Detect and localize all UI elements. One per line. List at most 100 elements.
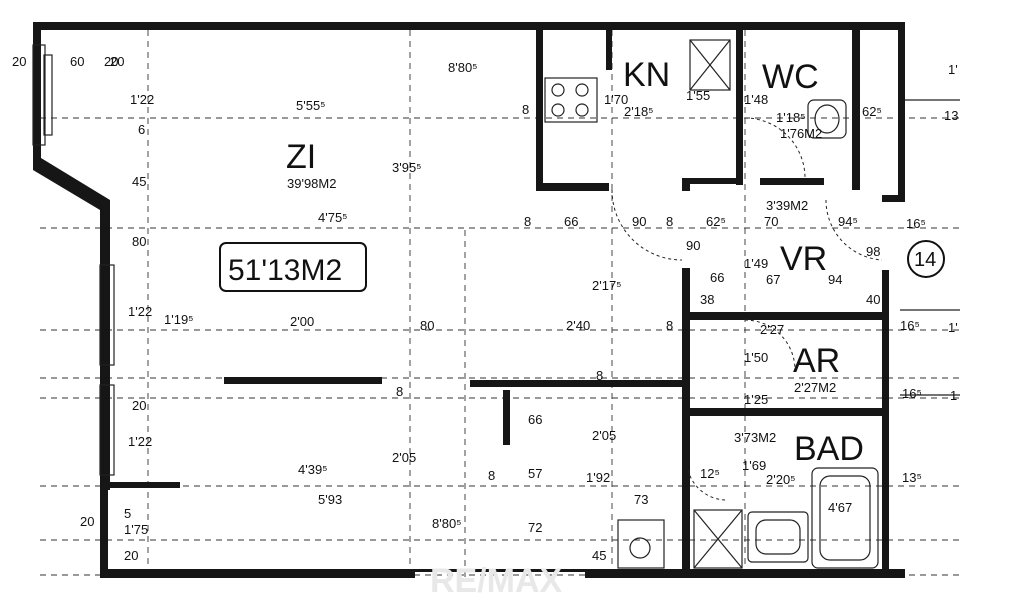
dim-label: 2'27 — [760, 322, 784, 337]
unit-number-circle — [907, 240, 945, 278]
dim-label: 62⁵ — [862, 104, 882, 119]
dim-label: 8 — [396, 384, 403, 399]
dim-label: 60 — [70, 54, 84, 69]
dim-label: 45 — [132, 174, 146, 189]
dim-label: 2'00 — [290, 314, 314, 329]
dim-label: 1'75 — [124, 522, 148, 537]
dim-label: 16⁵ — [902, 386, 922, 401]
dim-label: 1'50 — [744, 350, 768, 365]
dim-label: 20 — [104, 54, 118, 69]
dim-label: 8'80⁵ — [448, 60, 478, 75]
dim-label: 8 — [488, 468, 495, 483]
dim-label: 13⁵ — [902, 470, 922, 485]
dim-label: 1' — [948, 320, 958, 335]
dim-label: 2'05 — [592, 428, 616, 443]
total-area: 51'13M2 — [228, 254, 342, 287]
dim-label: 20 — [80, 514, 94, 529]
dim-label: 1'49 — [744, 256, 768, 271]
dim-label: 1' — [948, 62, 958, 77]
room-area-ar: 2'27M2 — [794, 380, 836, 395]
dim-label: 1 — [950, 388, 957, 403]
dim-label: 8 — [522, 102, 529, 117]
dim-label: 62⁵ — [706, 214, 726, 229]
dim-label: 45 — [592, 548, 606, 563]
dim-label: 4'39⁵ — [298, 462, 328, 477]
dim-label: 72 — [528, 520, 542, 535]
toilet-icon — [807, 99, 847, 139]
shower-icon — [693, 509, 743, 569]
dim-label: 40 — [866, 292, 880, 307]
dim-label: 90 — [686, 238, 700, 253]
dim-label: 38 — [700, 292, 714, 307]
dim-label: 73 — [634, 492, 648, 507]
dim-label: 66 — [528, 412, 542, 427]
dim-label: 20 — [12, 54, 26, 69]
dim-label: 1'19⁵ — [164, 312, 194, 327]
dim-label: 20 — [110, 54, 124, 69]
dim-label: 4'67 — [828, 500, 852, 515]
sink-icon — [617, 519, 665, 569]
dim-label: 8 — [666, 318, 673, 333]
dim-label: 67 — [766, 272, 780, 287]
dim-label: 8 — [524, 214, 531, 229]
dim-label: 2'05 — [392, 450, 416, 465]
unit-number: 14 — [914, 249, 936, 271]
dim-label: 4'75⁵ — [318, 210, 348, 225]
dim-label: 2'17⁵ — [592, 278, 622, 293]
dim-label: 6 — [138, 122, 145, 137]
dim-label: 90 — [632, 214, 646, 229]
room-area-zi: 39'98M2 — [287, 176, 336, 191]
dim-label: 20 — [124, 548, 138, 563]
dim-label: 2'20⁵ — [766, 472, 796, 487]
room-label-bad: BAD — [794, 430, 864, 468]
room-area-vr: 3'39M2 — [766, 198, 808, 213]
room-area-bad: 3'73M2 — [734, 430, 776, 445]
dimension-labels: 20 60 20 8'80⁵ 5'55⁵ 3'95⁵ 4'75⁵ 8 1'70 … — [12, 54, 958, 563]
dim-label: 1'55 — [686, 88, 710, 103]
walls — [33, 22, 905, 578]
dim-label: 2'18⁵ — [624, 104, 654, 119]
dim-label: 1'70 — [604, 92, 628, 107]
washbasin-icon — [747, 511, 809, 563]
dim-label: 3'95⁵ — [392, 160, 422, 175]
stove-icon — [544, 77, 598, 123]
dim-label: 1'22 — [128, 304, 152, 319]
room-label-wc: WC — [762, 58, 819, 96]
dim-label: 1'69 — [742, 458, 766, 473]
dim-label: 1'22 — [130, 92, 154, 107]
watermark-text: RE/MAX — [430, 562, 563, 600]
dim-label: 20 — [132, 398, 146, 413]
windows — [32, 44, 115, 476]
dim-label: 70 — [764, 214, 778, 229]
dim-label: 66 — [564, 214, 578, 229]
room-label-zi: ZI — [286, 138, 316, 176]
dim-label: 1'76M2 — [780, 126, 822, 141]
dim-label: 94 — [828, 272, 842, 287]
doors — [611, 117, 883, 501]
dim-label: 1'25 — [744, 392, 768, 407]
dimension-lines — [40, 30, 960, 580]
room-label-vr: VR — [780, 240, 827, 278]
dim-label: 5'55⁵ — [296, 98, 326, 113]
dim-label: 80 — [132, 234, 146, 249]
room-label-kn: KN — [623, 56, 670, 94]
bathtub-icon — [811, 467, 879, 569]
dim-label: 8 — [596, 368, 603, 383]
dim-label: 1'92 — [586, 470, 610, 485]
shaft-icon — [689, 39, 731, 91]
dim-label: 2'40 — [566, 318, 590, 333]
dim-label: 66 — [710, 270, 724, 285]
dim-label: 16⁵ — [906, 216, 926, 231]
dim-label: 5'93 — [318, 492, 342, 507]
dim-label: 1'48 — [744, 92, 768, 107]
dim-label: 57 — [528, 466, 542, 481]
dim-label: 80 — [420, 318, 434, 333]
total-area-box — [219, 242, 367, 292]
dim-label: 8 — [666, 214, 673, 229]
dim-label: 12⁵ — [700, 466, 720, 481]
dim-label: 1'22 — [128, 434, 152, 449]
dim-label: 98 — [866, 244, 880, 259]
dim-label: 1'18⁵ — [776, 110, 806, 125]
dim-label: 5 — [124, 506, 131, 521]
